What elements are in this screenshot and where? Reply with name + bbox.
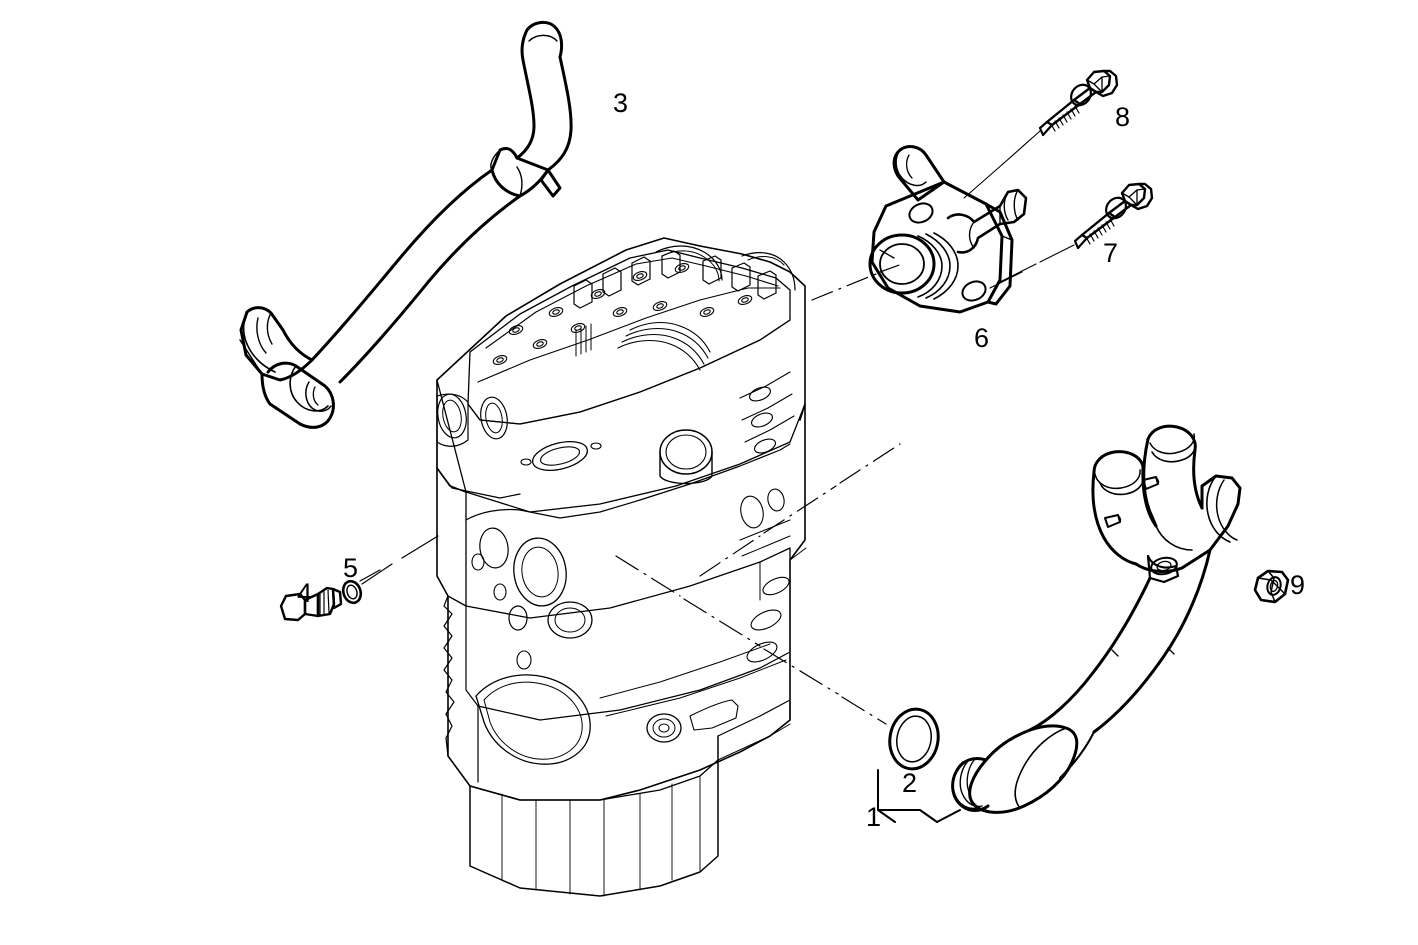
callout-label-6[interactable]: 6 bbox=[974, 323, 990, 353]
leader-line-6 bbox=[699, 263, 903, 577]
part-coolant-pipe-upper-left bbox=[239, 21, 573, 429]
leader-line-5 bbox=[361, 563, 393, 585]
part-cylinder-block-and-head-assembly bbox=[436, 237, 807, 897]
part-coolant-pipe-y-branch bbox=[951, 424, 1242, 814]
leader-line-5b bbox=[359, 569, 381, 582]
part-o-ring-seal bbox=[341, 579, 363, 605]
leader-line-8 bbox=[1003, 130, 1041, 164]
callout-label-7[interactable]: 7 bbox=[1103, 238, 1119, 268]
leader-line-7 bbox=[1039, 244, 1075, 263]
part-hex-nut bbox=[1253, 569, 1290, 604]
part-sealing-ring bbox=[888, 707, 940, 771]
leader-line-6b bbox=[989, 271, 1023, 289]
part-flange-bolt-7 bbox=[1073, 182, 1154, 250]
callout-label-4[interactable]: 4 bbox=[297, 578, 313, 608]
part-thermostat-housing bbox=[868, 145, 1028, 314]
callout-label-9[interactable]: 9 bbox=[1290, 570, 1306, 600]
part-flange-bolt-8 bbox=[1038, 69, 1119, 137]
callout-label-5[interactable]: 5 bbox=[343, 553, 359, 583]
callout-bracket-1-2 bbox=[877, 769, 961, 823]
callout-label-3[interactable]: 3 bbox=[613, 88, 629, 118]
callout-label-1[interactable]: 1 bbox=[866, 802, 882, 832]
callout-label-2[interactable]: 2 bbox=[902, 768, 918, 798]
part-temperature-sensor bbox=[279, 586, 343, 622]
callout-label-8[interactable]: 8 bbox=[1115, 102, 1131, 132]
leader-line-2 bbox=[615, 555, 887, 725]
